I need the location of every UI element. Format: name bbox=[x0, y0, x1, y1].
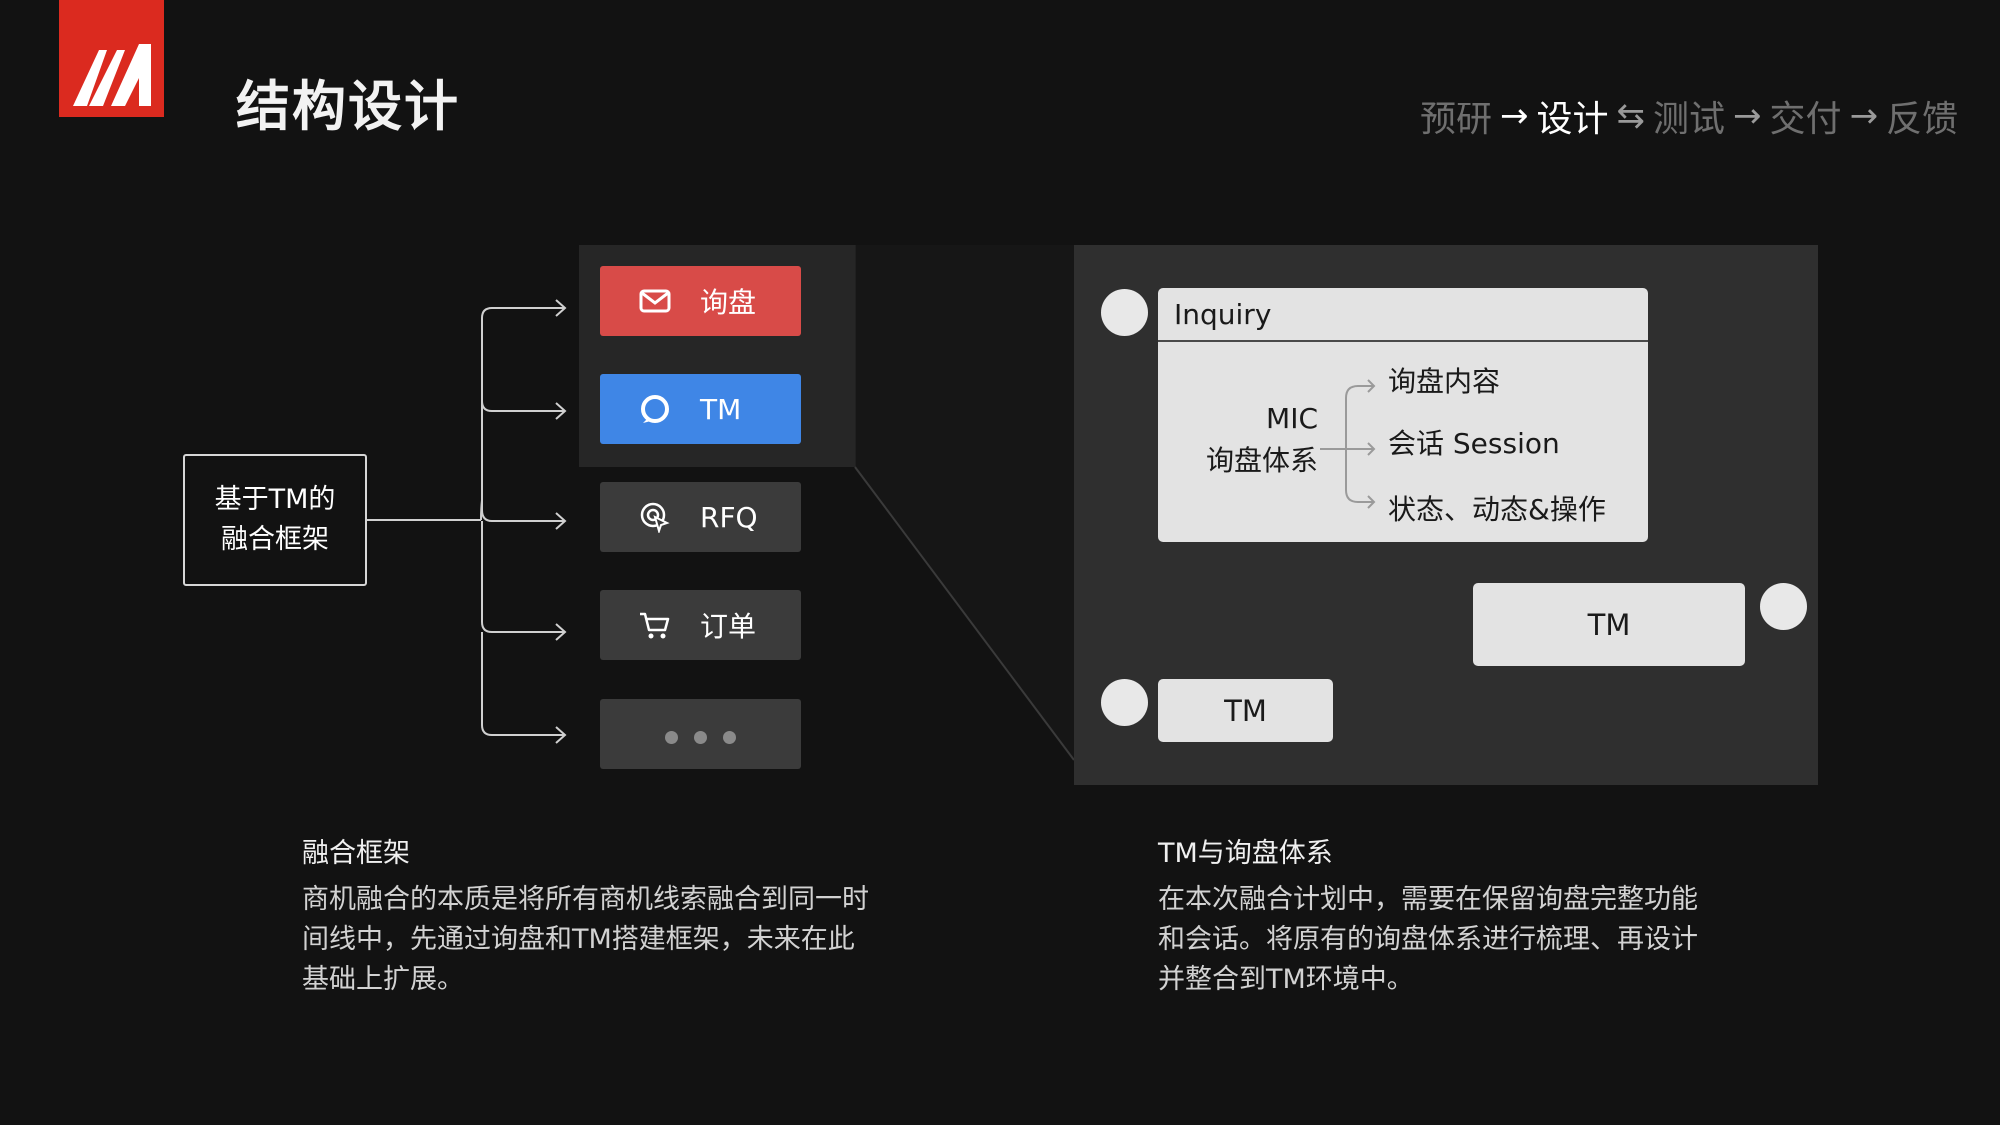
inquiry-card-header: Inquiry bbox=[1174, 298, 1272, 331]
mic-line-2: 询盘体系 bbox=[1205, 444, 1318, 477]
envelope-icon bbox=[638, 284, 672, 318]
avatar bbox=[1101, 289, 1148, 336]
step-delivery: 交付 bbox=[1769, 99, 1842, 140]
more-button[interactable] bbox=[600, 699, 801, 769]
caption-left-text: 商机融合的本质是将所有商机线索融合到同一时间线中，先通过询盘和TM搭建框架，未来… bbox=[302, 884, 869, 995]
tm-message-bubble: TM bbox=[1158, 679, 1333, 742]
step-design: 设计 bbox=[1536, 99, 1609, 140]
step-research: 预研 bbox=[1420, 99, 1493, 140]
root-line-1: 基于TM的 bbox=[214, 484, 336, 515]
caption-right-title: TM与询盘体系 bbox=[1158, 838, 1333, 869]
arrow-right-icon: → bbox=[1733, 96, 1762, 136]
rfq-button[interactable]: RFQ bbox=[600, 482, 801, 552]
step-test: 测试 bbox=[1653, 99, 1726, 140]
tm-message-bubble: TM bbox=[1473, 583, 1745, 666]
swap-arrows-icon: ⇆ bbox=[1616, 96, 1646, 136]
target-cursor-icon bbox=[638, 500, 672, 534]
inquiry-label: 询盘 bbox=[700, 286, 757, 319]
order-label: 订单 bbox=[700, 610, 757, 643]
arrow-right-icon: → bbox=[1500, 96, 1529, 136]
tm-label: TM bbox=[700, 392, 742, 426]
rfq-label: RFQ bbox=[700, 500, 758, 534]
inquiry-button[interactable]: 询盘 bbox=[600, 266, 801, 336]
mic-item-session: 会话 Session bbox=[1388, 427, 1560, 460]
page-title: 结构设计 bbox=[236, 75, 460, 138]
mic-system-label: MIC 询盘体系 bbox=[1188, 398, 1318, 482]
brand-logo bbox=[59, 0, 164, 117]
mic-line-1: MIC bbox=[1266, 402, 1318, 435]
more-dots-icon bbox=[657, 718, 744, 751]
process-steps: 预研 → 设计 ⇆ 测试 → 交付 → 反馈 bbox=[1420, 90, 1958, 142]
mic-item-inquiry-content: 询盘内容 bbox=[1388, 365, 1501, 398]
root-line-2: 融合框架 bbox=[220, 524, 329, 555]
caption-left-title: 融合框架 bbox=[302, 838, 410, 869]
mic-item-status: 状态、动态&操作 bbox=[1388, 493, 1606, 526]
order-button[interactable]: 订单 bbox=[600, 590, 801, 660]
framework-root-node: 基于TM的 融合框架 bbox=[183, 454, 367, 586]
cart-icon bbox=[638, 608, 672, 642]
arrow-right-icon: → bbox=[1849, 96, 1879, 136]
divider bbox=[1158, 340, 1648, 342]
caption-right-text: 在本次融合计划中，需要在保留询盘完整功能和会话。将原有的询盘体系进行梳理、再设计… bbox=[1158, 884, 1698, 995]
mic-branch-connectors bbox=[1320, 379, 1376, 509]
step-feedback: 反馈 bbox=[1886, 99, 1959, 140]
inquiry-card: Inquiry MIC 询盘体系 询盘内容 会话 Session 状态、动态&操… bbox=[1158, 288, 1648, 542]
chat-bubble-icon bbox=[638, 392, 672, 426]
avatar bbox=[1760, 583, 1807, 630]
tm-button[interactable]: TM bbox=[600, 374, 801, 444]
avatar bbox=[1101, 679, 1148, 726]
